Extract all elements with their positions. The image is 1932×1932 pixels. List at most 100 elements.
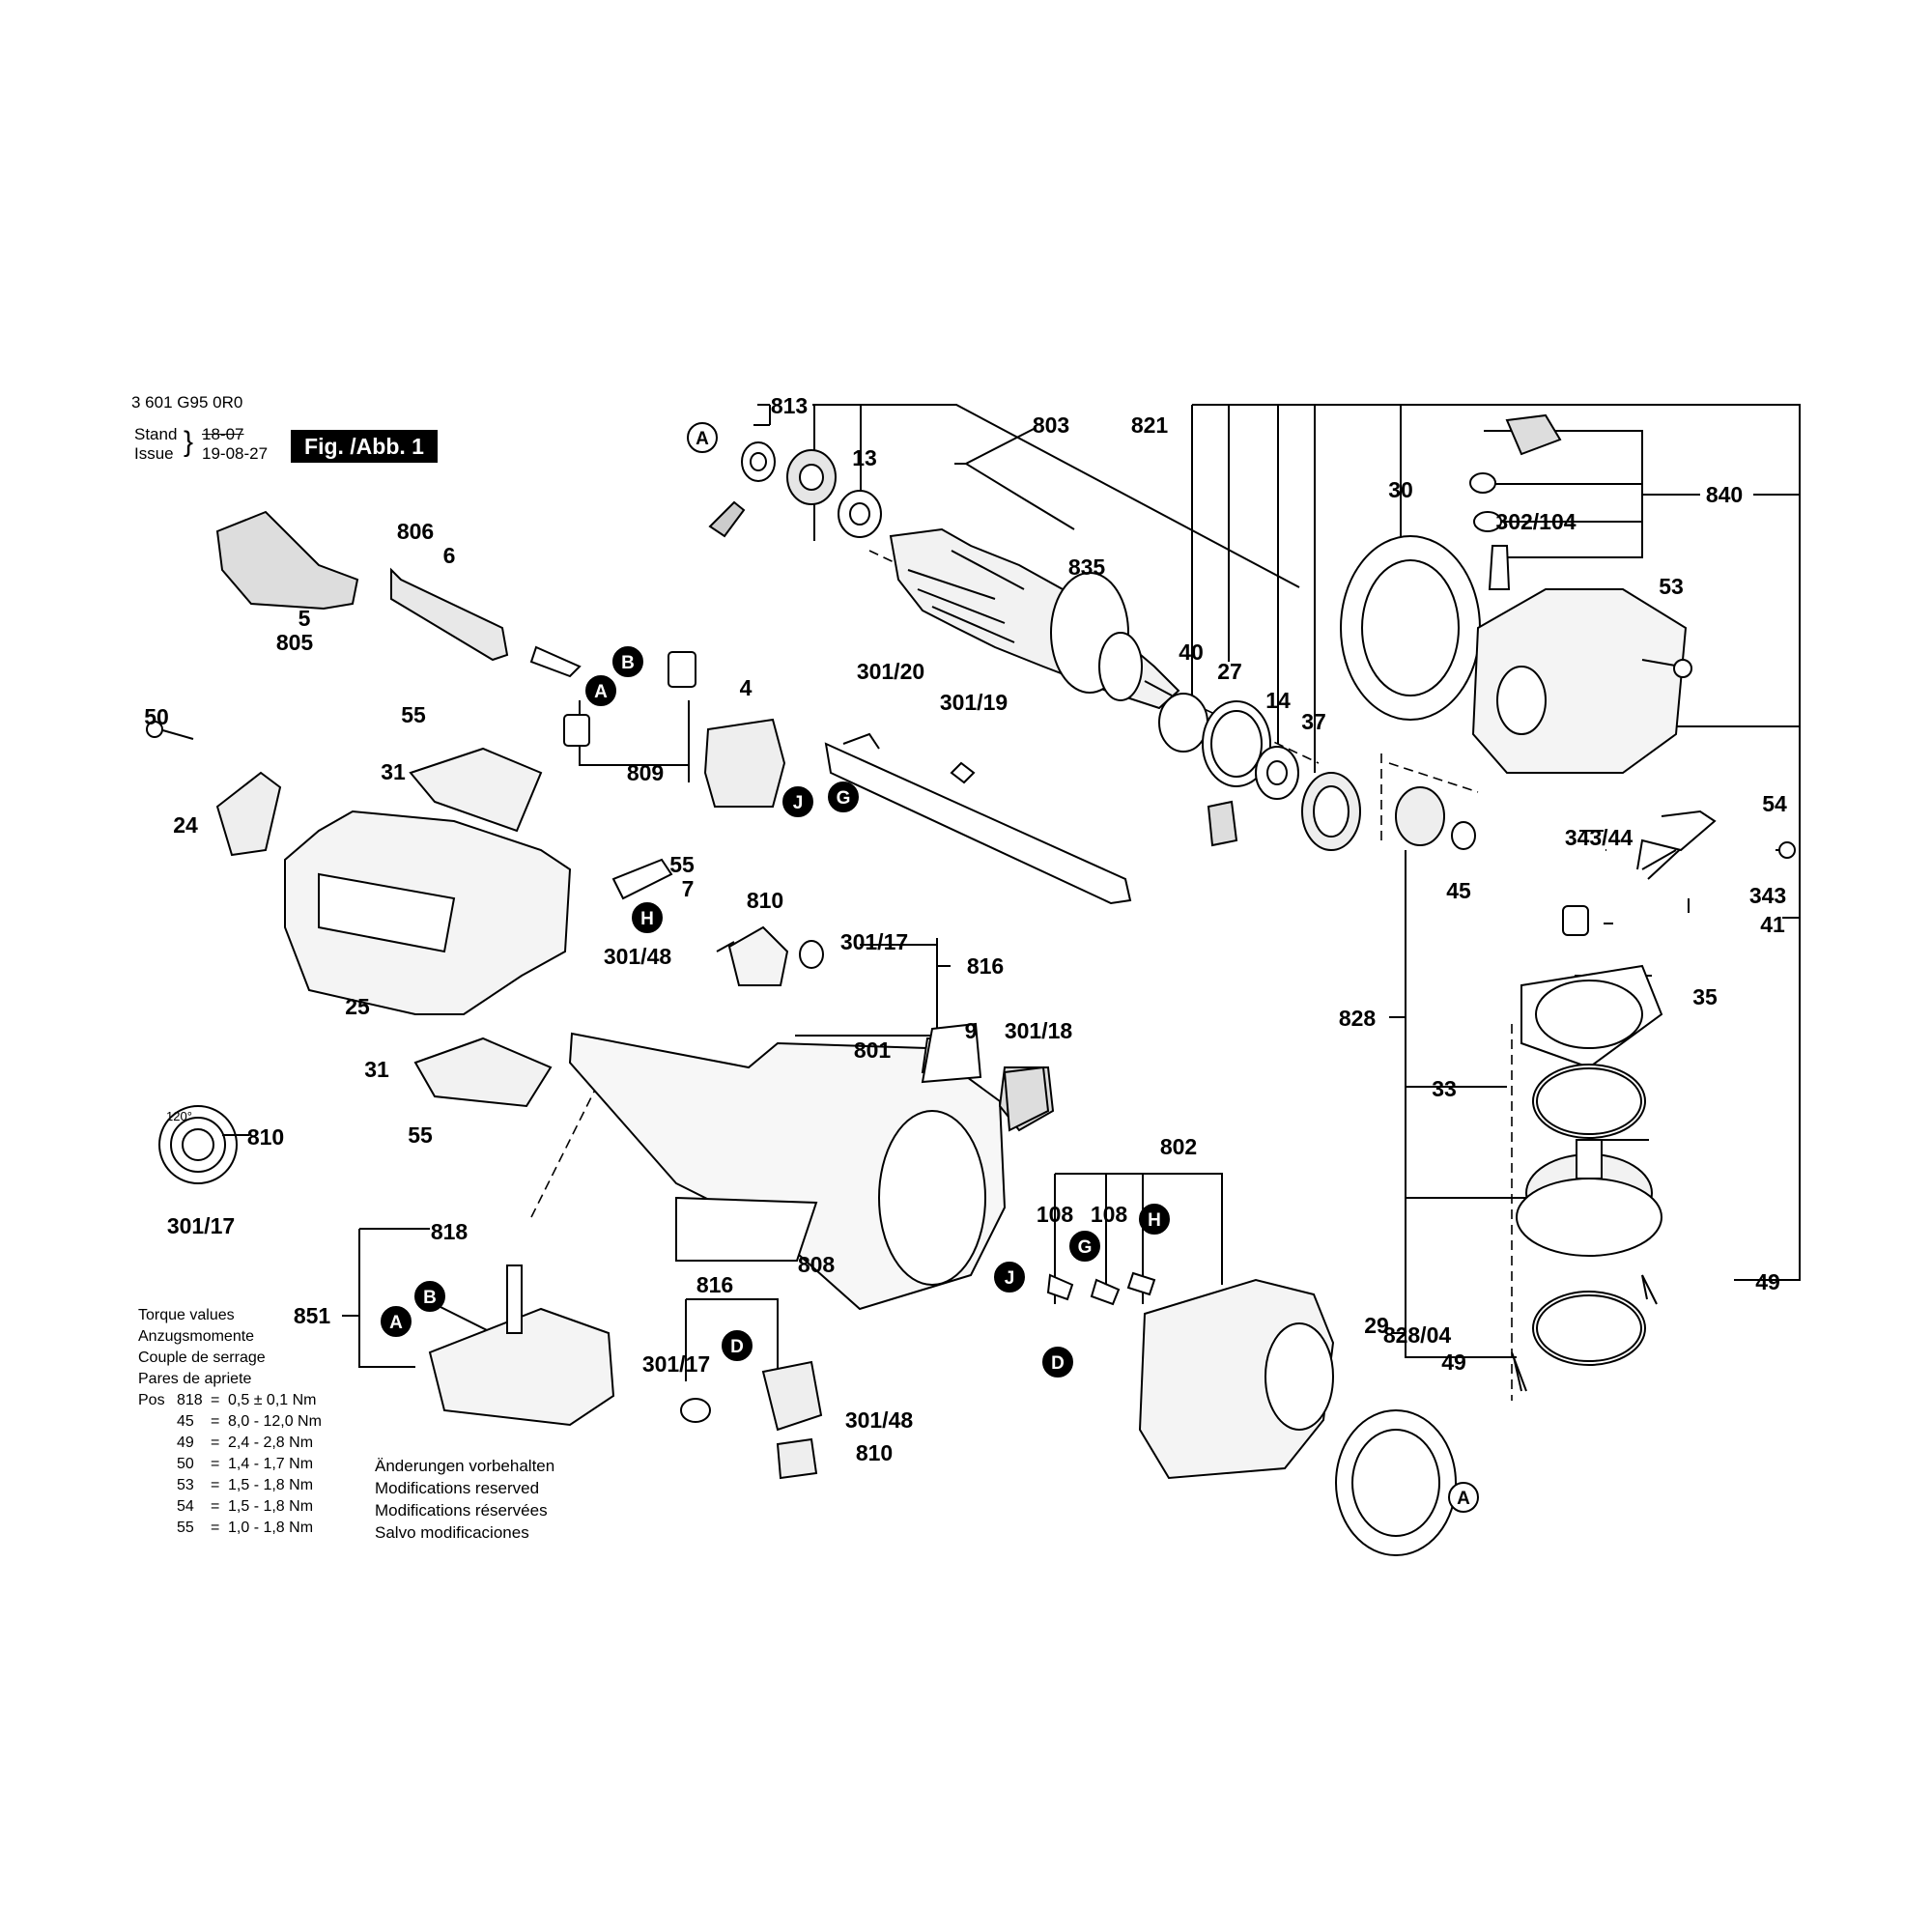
- marker-circle: [828, 781, 859, 812]
- part-label-24: 24: [173, 812, 198, 838]
- part-label-27: 27: [1217, 659, 1242, 684]
- torque-value: 1,4 - 1,7 Nm: [228, 1456, 314, 1472]
- part-label-50: 50: [144, 704, 169, 729]
- part-label-40: 40: [1179, 639, 1204, 665]
- angle-label: 120°: [166, 1109, 192, 1123]
- part-label-343_44: 343/44: [1565, 825, 1634, 850]
- marker-circle: [1042, 1347, 1073, 1378]
- marker-A2: A: [585, 675, 616, 706]
- marker-A3: A: [381, 1306, 412, 1337]
- marker-J2: J: [994, 1262, 1025, 1293]
- part-label-343: 343: [1749, 883, 1786, 908]
- part-label-31_b: 31: [364, 1057, 389, 1082]
- torque-value: 1,5 - 1,8 Nm: [228, 1477, 314, 1493]
- part-label-37: 37: [1301, 709, 1326, 734]
- part-label-9: 9: [965, 1018, 978, 1043]
- marker-circle: [632, 902, 663, 933]
- marker-D1: D: [722, 1330, 753, 1361]
- part-label-301_48_a: 301/48: [604, 944, 672, 969]
- part-label-301_20: 301/20: [857, 659, 924, 684]
- part-label-801: 801: [854, 1037, 892, 1063]
- part-label-7: 7: [682, 876, 695, 901]
- mods-fr: Modifications réservées: [375, 1501, 548, 1520]
- marker-circle: [1448, 1482, 1479, 1513]
- part-label-816_b: 816: [696, 1272, 733, 1297]
- part-label-301_17_c: 301/17: [642, 1351, 710, 1377]
- part-label-13: 13: [852, 445, 877, 470]
- part-label-301_48_b: 301/48: [845, 1407, 914, 1433]
- torque-equals: =: [211, 1435, 220, 1451]
- torque-pos: 818: [177, 1392, 203, 1408]
- marker-letter: D: [730, 1337, 744, 1357]
- part-label-301_17_a: 301/17: [840, 929, 908, 954]
- marker-letter: A: [696, 429, 709, 449]
- part-label-810_c: 810: [856, 1440, 893, 1465]
- torque-equals: =: [211, 1520, 220, 1536]
- marker-circle: [585, 675, 616, 706]
- part-label-803: 803: [1033, 412, 1069, 438]
- part-label-108_a: 108: [1037, 1202, 1074, 1227]
- marker-circle: [1139, 1204, 1170, 1235]
- part-label-30: 30: [1388, 477, 1413, 502]
- part-label-45: 45: [1446, 878, 1471, 903]
- marker-letter: H: [640, 909, 654, 929]
- marker-circle: [612, 646, 643, 677]
- part-label-818: 818: [431, 1219, 469, 1244]
- part-label-813: 813: [771, 393, 808, 418]
- part-label-4: 4: [740, 675, 753, 700]
- part-label-301_18: 301/18: [1005, 1018, 1073, 1043]
- part-labels: 8131380383582130302/10484053402714378066…: [144, 393, 1787, 1465]
- part-artwork: [146, 413, 1796, 1556]
- marker-H1: H: [632, 902, 663, 933]
- torque-value: 8,0 - 12,0 Nm: [228, 1413, 322, 1430]
- torque-value: 1,5 - 1,8 Nm: [228, 1498, 314, 1515]
- marker-A4: A: [1448, 1482, 1479, 1513]
- marker-H2: H: [1139, 1204, 1170, 1235]
- part-label-302_104: 302/104: [1495, 509, 1576, 534]
- marker-G2: G: [1069, 1231, 1100, 1262]
- marker-letter: J: [793, 793, 804, 813]
- part-label-835: 835: [1068, 554, 1106, 580]
- torque-pos: 55: [177, 1520, 194, 1536]
- part-label-31_a: 31: [381, 759, 406, 784]
- marker-G1: G: [828, 781, 859, 812]
- part-label-54: 54: [1762, 791, 1787, 816]
- marker-circle: [687, 422, 718, 453]
- torque-title-fr: Couple de serrage: [138, 1350, 266, 1366]
- marker-letter: G: [837, 788, 851, 809]
- part-label-828_04: 828/04: [1383, 1322, 1452, 1348]
- marker-letter: B: [621, 653, 635, 673]
- stand-label: Stand: [134, 425, 178, 443]
- part-label-301_19: 301/19: [940, 690, 1008, 715]
- mods-de: Änderungen vorbehalten: [375, 1457, 555, 1475]
- part-label-6: 6: [443, 543, 456, 568]
- marker-circle: [782, 786, 813, 817]
- marker-letter: H: [1148, 1210, 1161, 1231]
- marker-circle: [414, 1281, 445, 1312]
- part-label-808: 808: [798, 1252, 836, 1277]
- part-label-5: 5: [298, 606, 311, 631]
- issue-date: 19-08-27: [202, 444, 269, 463]
- part-label-25: 25: [345, 994, 370, 1019]
- torque-pos: 49: [177, 1435, 194, 1451]
- part-label-55_a: 55: [401, 702, 426, 727]
- part-label-810_a: 810: [747, 888, 783, 913]
- part-label-840: 840: [1706, 482, 1743, 507]
- marker-letter: A: [389, 1313, 403, 1333]
- part-label-49_b: 49: [1441, 1350, 1466, 1375]
- marker-D2: D: [1042, 1347, 1073, 1378]
- marker-A1: A: [687, 422, 718, 453]
- mods-es: Salvo modificaciones: [375, 1523, 529, 1542]
- mods-en: Modifications reserved: [375, 1479, 540, 1497]
- part-label-108_b: 108: [1091, 1202, 1128, 1227]
- marker-B1: B: [612, 646, 643, 677]
- marker-letter: D: [1051, 1353, 1065, 1374]
- issue-label: Issue: [134, 444, 174, 463]
- torque-pos: 54: [177, 1498, 194, 1515]
- torque-value: 0,5 ± 0,1 Nm: [228, 1392, 317, 1408]
- torque-equals: =: [211, 1392, 220, 1408]
- marker-letter: B: [423, 1288, 437, 1308]
- part-label-802: 802: [1160, 1134, 1197, 1159]
- part-label-55_c: 55: [408, 1122, 433, 1148]
